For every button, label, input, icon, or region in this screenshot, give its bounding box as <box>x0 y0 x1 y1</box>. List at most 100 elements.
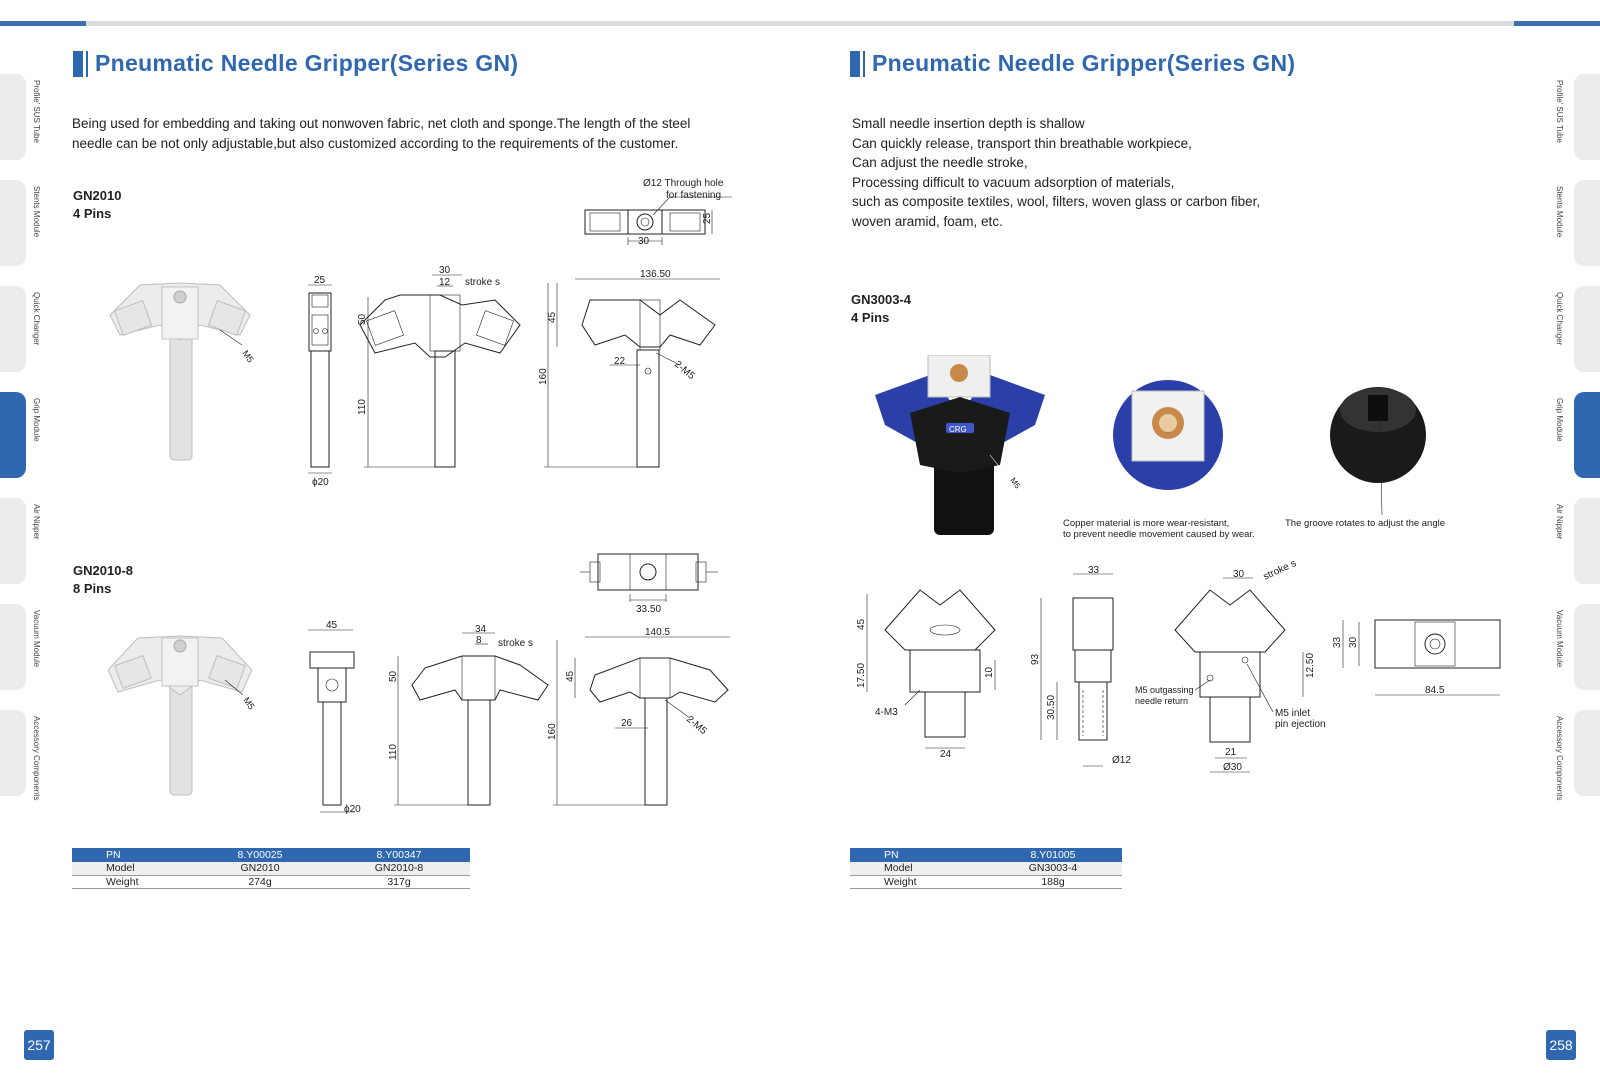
table-key: Model <box>850 861 984 876</box>
dim-21: 21 <box>1225 747 1237 758</box>
desc-line: Processing difficult to vacuum adsorptio… <box>852 174 1175 190</box>
side-tab-vacuum-r[interactable] <box>1574 604 1600 690</box>
m5-outgassing-2: needle return <box>1135 696 1188 706</box>
gn2010-front-view: 30 12 stroke s 50 110 <box>357 265 521 468</box>
side-tab-grip-module[interactable] <box>0 392 26 478</box>
side-tab-stents-r[interactable] <box>1574 180 1600 266</box>
model-name: GN2010 <box>73 188 122 203</box>
desc-line: such as composite textiles, wool, filter… <box>852 194 1261 209</box>
groove-note: The groove rotates to adjust the angle <box>1285 518 1445 529</box>
gn3003-photos: CRG M5 Copper material is more wear-resi… <box>875 355 1445 540</box>
copper-closeup-photo: Copper material is more wear-resistant, … <box>1063 380 1255 540</box>
dim-front-34: 34 <box>475 624 487 635</box>
side-tab-grip-module-r[interactable] <box>1574 392 1600 478</box>
top-rule-accent-right <box>1514 21 1600 26</box>
copper-note-2: to prevent needle movement caused by wea… <box>1063 529 1255 540</box>
desc-line: Can quickly release, transport thin brea… <box>852 135 1192 151</box>
page-title: Pneumatic Needle Gripper(Series GN) <box>95 50 519 76</box>
side-tab-quick-changer[interactable] <box>0 286 26 372</box>
dim-side-width-2: 45 <box>326 620 338 631</box>
spec-table-left: PN 8.Y00025 8.Y00347 Model GN2010 GN2010… <box>72 848 470 889</box>
gn2010-drawings: M5 30 25 Ø12 Through hole for fastening … <box>109 178 732 488</box>
model-pins: 8 Pins <box>73 580 112 596</box>
gn2010-8-right-view: 140.5 45 160 26 2-M5 <box>547 627 730 806</box>
title-marker-thin <box>86 50 88 77</box>
title-marker-thin <box>863 50 865 77</box>
page-title: Pneumatic Needle Gripper(Series GN) <box>872 50 1296 76</box>
side-tab-profile[interactable] <box>0 74 26 160</box>
desc-line: Can adjust the needle stroke, <box>852 155 1028 170</box>
table-row: Weight 274g 317g <box>72 875 470 889</box>
dim-84-5: 84.5 <box>1425 685 1445 696</box>
desc-line: Being used for embedding and taking out … <box>72 116 691 131</box>
dim-front-8: 8 <box>476 635 482 646</box>
dim-right-m5-2: 2-M5 <box>684 714 709 737</box>
side-tab-accessory[interactable] <box>0 710 26 796</box>
dim-right-width: 136.50 <box>640 269 671 280</box>
side-tab-air-nipper[interactable] <box>0 498 26 584</box>
m5-label: M5 <box>240 348 255 364</box>
table-key: PN <box>72 848 192 862</box>
side-tab-air-nipper-r[interactable] <box>1574 498 1600 584</box>
table-row: PN 8.Y00025 8.Y00347 <box>72 848 470 862</box>
m5-outgassing-1: M5 outgassing <box>1135 685 1194 695</box>
side-tab-stents[interactable] <box>0 180 26 266</box>
page-257: Pneumatic Needle Gripper(Series GN) Bein… <box>24 50 732 1060</box>
dim-r30: 30 <box>1348 636 1359 648</box>
table-cell: 8.Y01005 <box>984 848 1122 862</box>
table-key: Weight <box>72 875 192 889</box>
side-tab-quick-changer-r[interactable] <box>1574 286 1600 372</box>
table-cell: GN2010 <box>192 861 328 876</box>
gn2010-right-view: 136.50 45 160 22 2-M5 <box>538 269 720 468</box>
dim-dia-30: Ø30 <box>1223 762 1242 773</box>
dim-right-160: 160 <box>538 368 549 385</box>
dim-right-45-2: 45 <box>565 670 576 682</box>
table-cell: 8.Y00025 <box>192 848 328 862</box>
gn3003-section-view: 30 stroke s M5 outgassing needle return … <box>1135 560 1326 773</box>
gn2010-side-view: 25 ϕ20 <box>308 275 332 488</box>
dim-top-width-2: 33.50 <box>636 604 661 615</box>
table-cell: 8.Y00347 <box>328 848 470 862</box>
model-pins: 4 Pins <box>73 205 112 221</box>
gn2010-top-view: 30 25 Ø12 Through hole for fastening <box>584 178 732 247</box>
model-name: GN2010-8 <box>73 563 133 578</box>
gn3003-front-view: 45 17.50 10 4-M3 24 <box>856 589 996 760</box>
model-heading-gn3003-4: GN3003-4 4 Pins <box>851 291 911 326</box>
dim-hole-label: Ø12 Through hole <box>643 178 724 189</box>
spec-table-right: PN 8.Y01005 Model GN3003-4 Weight 188g <box>850 848 1122 889</box>
table-cell: 317g <box>328 875 470 889</box>
dim-right-width-2: 140.5 <box>645 627 670 638</box>
dim-24: 24 <box>940 749 952 760</box>
desc-line: Small needle insertion depth is shallow <box>852 116 1085 131</box>
dim-stroke: stroke s <box>1262 560 1298 583</box>
side-tab-accessory-r[interactable] <box>1574 710 1600 796</box>
dim-top-height: 25 <box>702 212 713 224</box>
table-cell: 188g <box>984 875 1122 889</box>
dim-top-width: 30 <box>638 236 650 247</box>
table-cell: GN3003-4 <box>984 861 1122 876</box>
groove-closeup-photo: The groove rotates to adjust the angle <box>1285 387 1445 529</box>
dim-12-50: 12.50 <box>1305 653 1316 678</box>
table-key: Weight <box>850 875 984 889</box>
table-row: PN 8.Y01005 <box>850 848 1122 862</box>
dim-33: 33 <box>1088 565 1100 576</box>
gn2010-8-top-view: 33.50 <box>580 553 718 615</box>
side-tab-vacuum[interactable] <box>0 604 26 690</box>
table-key: Model <box>72 861 192 876</box>
side-tab-profile-r[interactable] <box>1574 74 1600 160</box>
copper-note-1: Copper material is more wear-resistant, <box>1063 518 1229 529</box>
model-pins: 4 Pins <box>851 309 890 325</box>
m5-label-3: M5 <box>1008 476 1022 491</box>
table-row: Weight 188g <box>850 875 1122 889</box>
dim-dia-12: Ø12 <box>1112 755 1131 766</box>
dim-front-50: 50 <box>357 313 368 325</box>
dim-front-110-2: 110 <box>388 744 399 760</box>
dim-front-50-2: 50 <box>388 670 399 682</box>
page-title-block: Pneumatic Needle Gripper(Series GN) <box>850 50 1295 77</box>
dim-front-stroke: stroke s <box>465 277 500 288</box>
product-description: Small needle insertion depth is shallow … <box>852 114 1372 231</box>
model-heading-gn2010: GN2010 4 Pins <box>73 187 121 222</box>
top-rule <box>0 21 1600 26</box>
table-cell: 274g <box>192 875 328 889</box>
gn2010-8-product-photo: M5 <box>107 635 257 796</box>
